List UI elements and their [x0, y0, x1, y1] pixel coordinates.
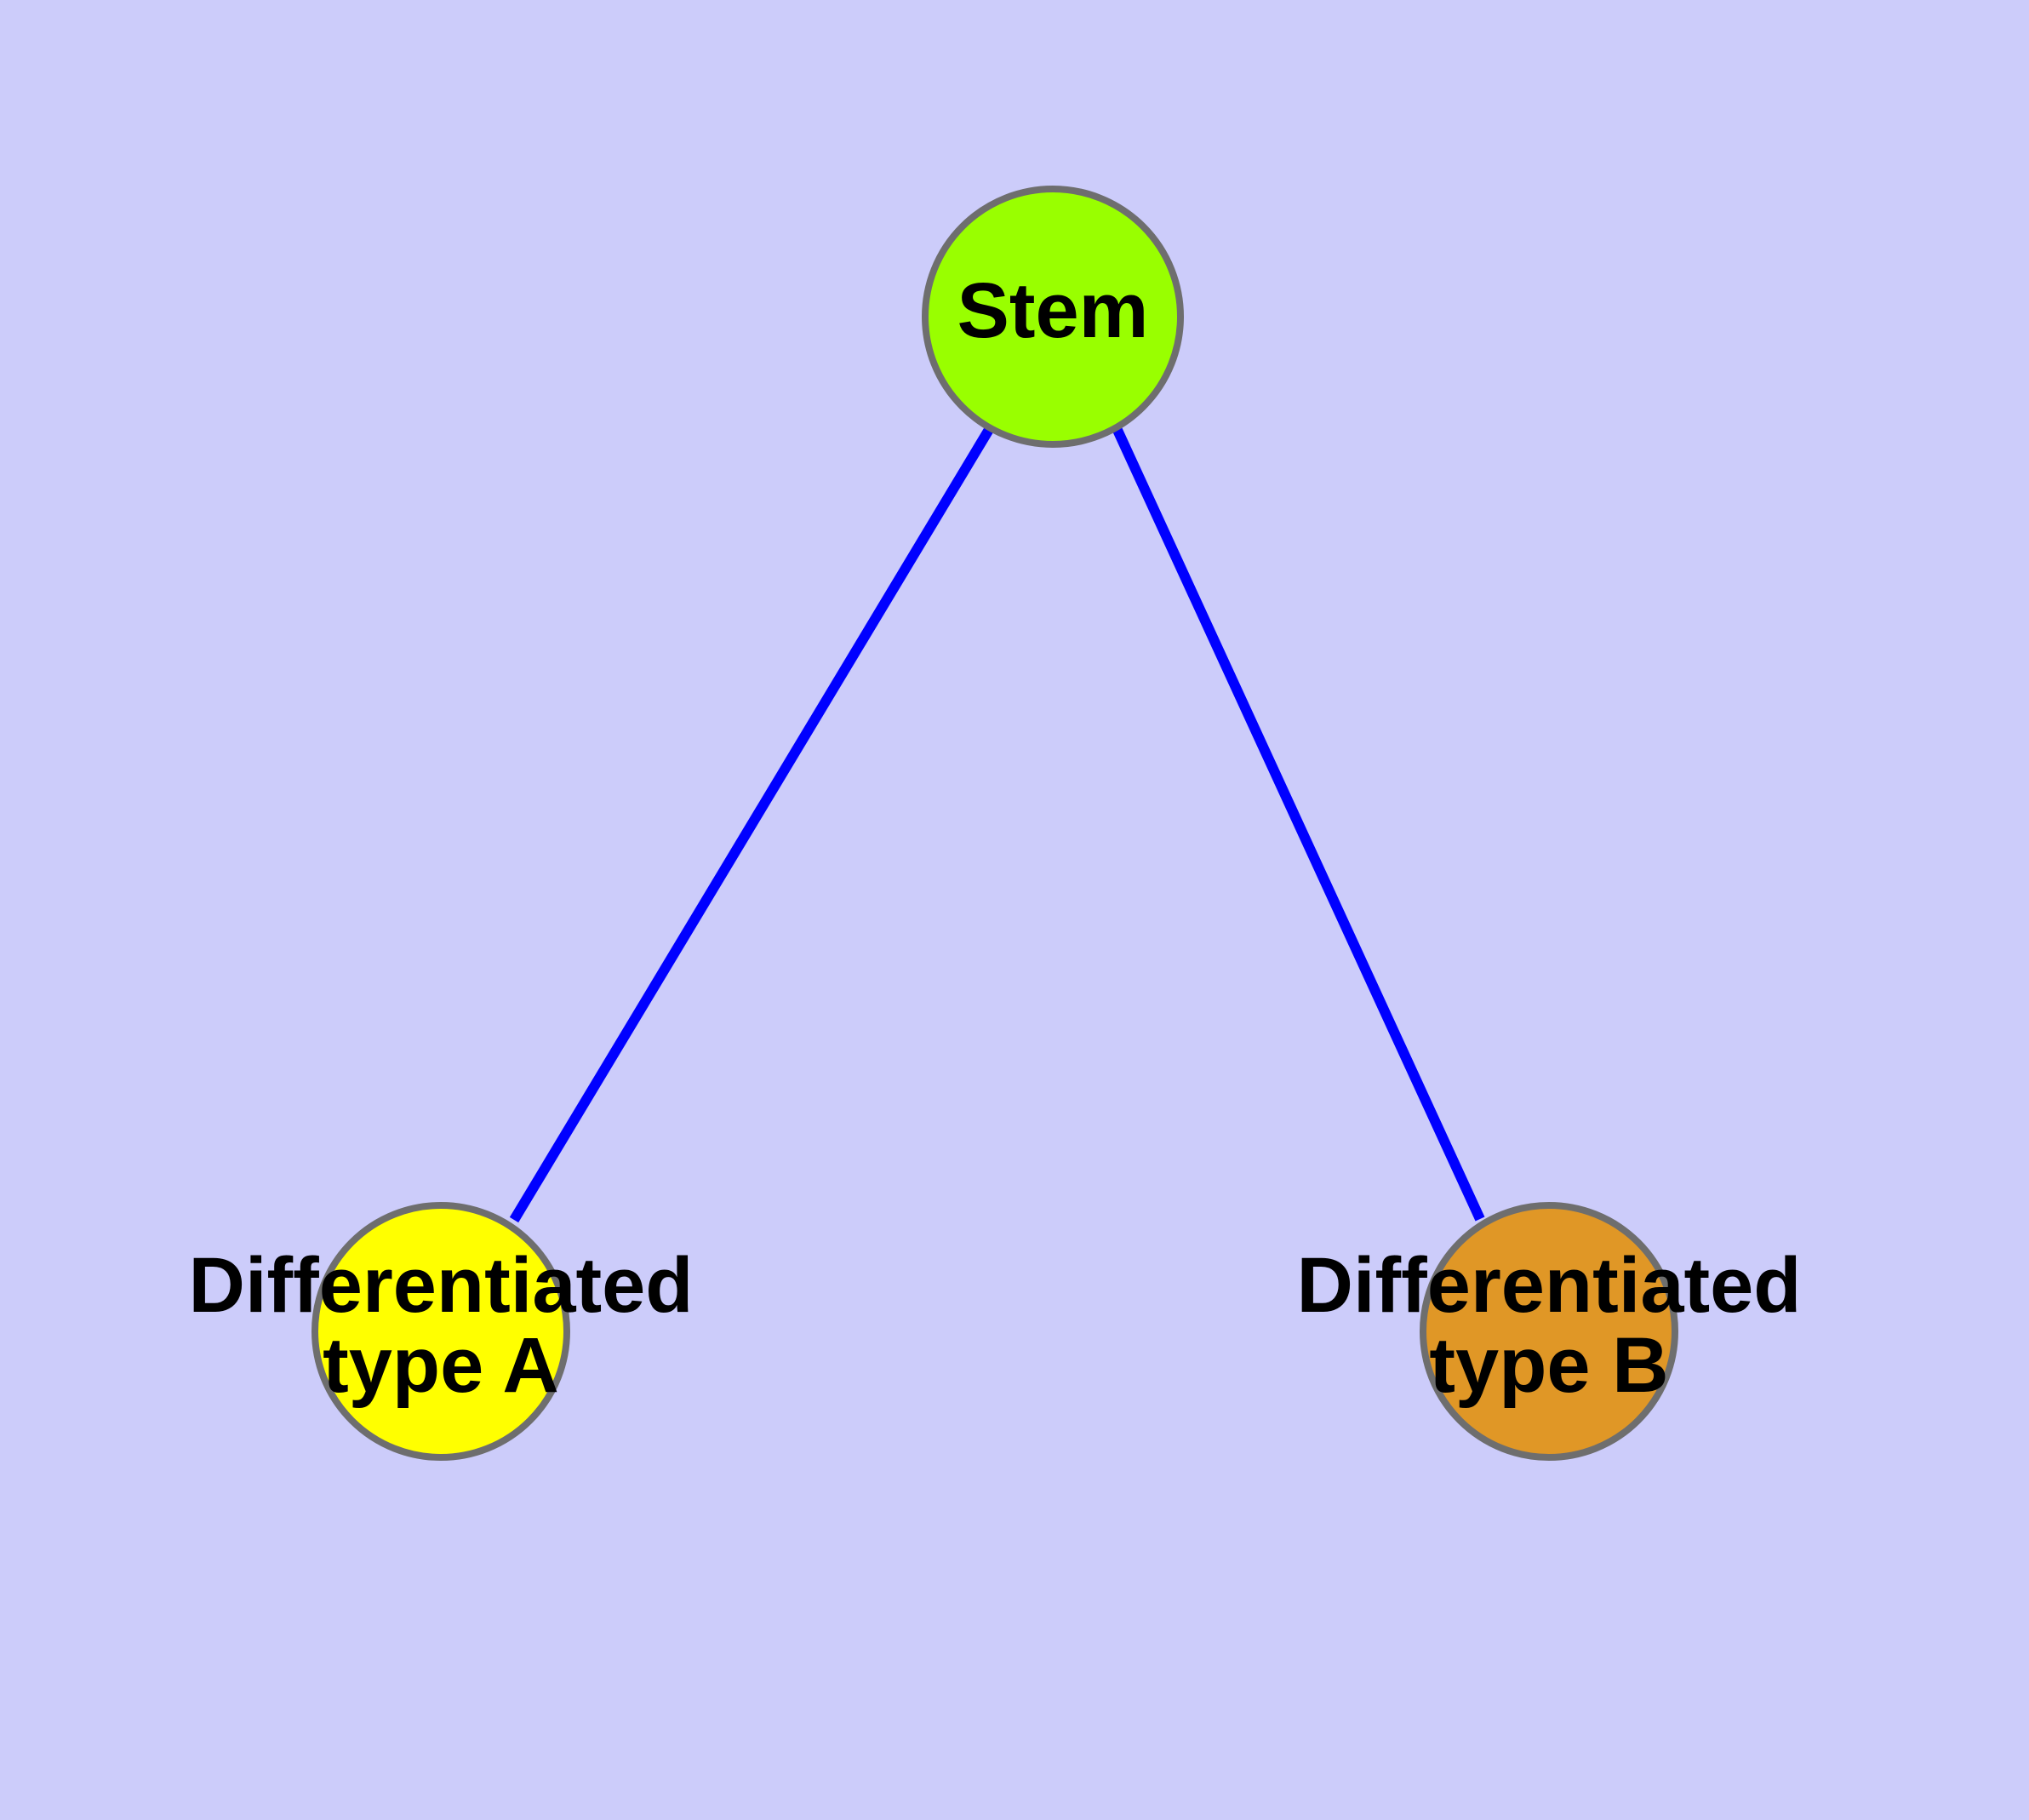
node-stem-label: Stem [957, 267, 1149, 354]
node-label-line: Differentiated [189, 1242, 694, 1329]
node-label-line: type B [1429, 1322, 1668, 1409]
node-label-line: type A [323, 1322, 559, 1409]
node-stem-circle[interactable] [922, 186, 1184, 448]
node-label-line: Differentiated [1297, 1242, 1802, 1329]
edge-stem-to-differentiated-type-a[interactable] [509, 425, 995, 1223]
node-label-line: Stem [957, 267, 1149, 354]
node-stem[interactable]: Stem [922, 186, 1184, 448]
edge-layer [509, 425, 1485, 1223]
node-differentiated-type-a-circle[interactable] [311, 1202, 570, 1461]
node-differentiated-type-b-circle[interactable] [1420, 1202, 1678, 1461]
edge-stem-to-differentiated-type-b[interactable] [1112, 426, 1485, 1222]
